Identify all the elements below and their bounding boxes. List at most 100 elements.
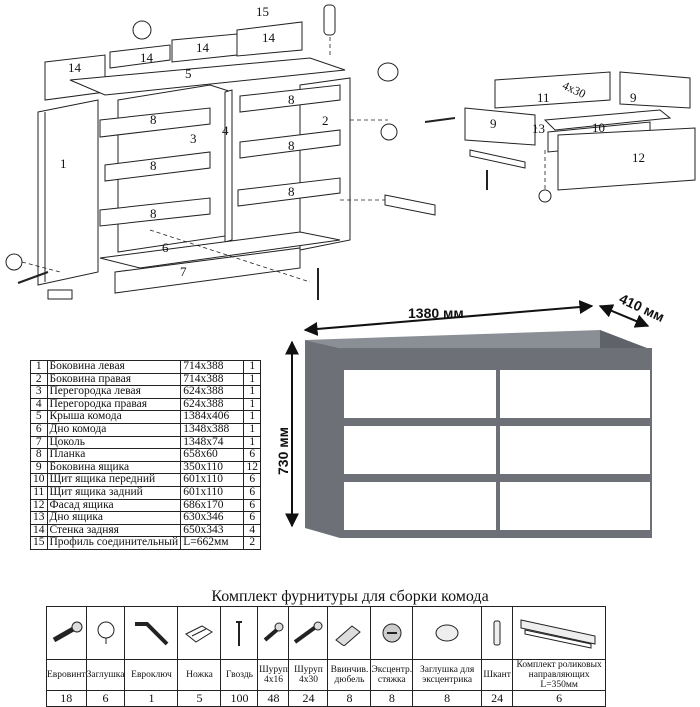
dowel-sleeve-icon — [328, 620, 370, 646]
drawer-facade — [344, 370, 496, 418]
kit-icon-cell — [177, 606, 222, 660]
profile-icon — [384, 194, 436, 216]
drawer-facade — [344, 426, 496, 474]
part-label: 14 — [196, 40, 210, 55]
part-label: 8 — [150, 112, 157, 127]
part-no: 8 — [30, 448, 48, 462]
part-name: Стенка задняя — [46, 523, 182, 538]
part-size: 630х346 — [180, 511, 245, 525]
cap-icon — [5, 253, 23, 271]
kit-icon-cell — [124, 606, 179, 660]
part-name: Дно комода — [46, 422, 182, 437]
part-no: 6 — [30, 422, 48, 437]
part-size: 686х170 — [180, 498, 245, 513]
commode-body — [305, 340, 340, 538]
part-name: Перегородка левая — [46, 385, 182, 399]
height-dimension: 730 мм — [275, 427, 291, 475]
roller-guides-icon — [513, 616, 605, 650]
rail — [104, 151, 211, 182]
kit-title: Комплект фурнитуры для сборки комода — [211, 588, 489, 605]
kit-label: Заглушка — [85, 659, 126, 691]
part-label: 8 — [150, 158, 157, 173]
kit-count: 8 — [327, 690, 372, 707]
part-name: Дно ящика — [46, 511, 182, 525]
part-qty: 1 — [243, 385, 262, 399]
kit-count: 18 — [46, 690, 87, 707]
drawer-facade — [500, 370, 650, 418]
part-no: 7 — [30, 435, 48, 450]
back-panel — [236, 21, 303, 57]
part-label: 9 — [490, 116, 497, 131]
screw-4x30-icon — [289, 620, 327, 646]
part-size: L=662мм — [180, 536, 245, 550]
kit-icon-cell — [412, 606, 483, 660]
dowel-icon — [482, 618, 512, 648]
kit-count: 8 — [370, 690, 414, 707]
rail — [239, 84, 341, 113]
eccentric-cap-icon — [413, 622, 481, 644]
kit-icon-cell — [288, 606, 329, 660]
kit-count: 24 — [481, 690, 514, 707]
commode-top — [305, 330, 652, 350]
kit-icon-cell — [481, 606, 514, 660]
rail — [237, 177, 341, 207]
kit-label: Заглушка для эксцентрика — [412, 659, 483, 691]
top-panel — [69, 57, 346, 96]
part-name: Щит ящика передний — [46, 473, 182, 487]
part-label: 8 — [288, 92, 295, 107]
kit-label: Шуруп 4х30 — [288, 659, 329, 691]
part-no: 9 — [30, 460, 48, 475]
part-qty: 1 — [243, 372, 262, 387]
kit-label: Евровинт — [46, 659, 87, 691]
rail — [239, 129, 341, 159]
part-label: 8 — [288, 184, 295, 199]
part-qty: 6 — [243, 473, 262, 487]
nail-icon — [221, 618, 257, 648]
part-size: 624х388 — [180, 397, 245, 412]
part-label: 4 — [222, 123, 229, 138]
rail — [99, 197, 211, 227]
kit-icon-cell — [85, 606, 126, 660]
hardware-callouts — [5, 4, 552, 300]
part-label: 3 — [190, 131, 197, 146]
drawer-side — [619, 71, 691, 109]
part-label: 15 — [256, 4, 269, 19]
part-qty: 6 — [243, 448, 262, 462]
part-size: 350х110 — [180, 460, 245, 475]
part-label: 11 — [537, 90, 550, 105]
part-qty: 6 — [243, 485, 262, 500]
bottom-panel — [99, 231, 341, 269]
part-size: 1348х74 — [180, 435, 245, 450]
kit-label: Ввинчив. дюбель — [327, 659, 372, 691]
part-qty: 12 — [243, 460, 262, 475]
kit-icon-cell — [370, 606, 414, 660]
part-no: 5 — [30, 410, 48, 424]
foot-icon — [47, 289, 73, 300]
part-qty: 6 — [243, 511, 262, 525]
kit-count: 24 — [288, 690, 329, 707]
foot-icon — [178, 620, 220, 646]
part-qty: 2 — [243, 536, 262, 550]
kit-count: 8 — [412, 690, 483, 707]
kit-count: 6 — [512, 690, 607, 707]
part-no: 3 — [30, 385, 48, 399]
hex-key-icon — [125, 618, 177, 648]
part-no: 14 — [30, 523, 48, 538]
drawer-bottom — [543, 109, 672, 131]
kit-label: Еврoключ — [124, 659, 179, 691]
part-name: Цоколь — [46, 435, 182, 450]
part-qty: 1 — [243, 397, 262, 412]
part-no: 12 — [30, 498, 48, 513]
part-size: 714х388 — [180, 372, 245, 387]
drawer-facade — [344, 482, 496, 530]
part-qty: 1 — [243, 422, 262, 437]
part-label: 14 — [262, 30, 276, 45]
part-qty: 1 — [243, 360, 262, 374]
kit-label: Комплект роликовых направляющих L=350мм — [512, 659, 607, 691]
part-no: 4 — [30, 397, 48, 412]
